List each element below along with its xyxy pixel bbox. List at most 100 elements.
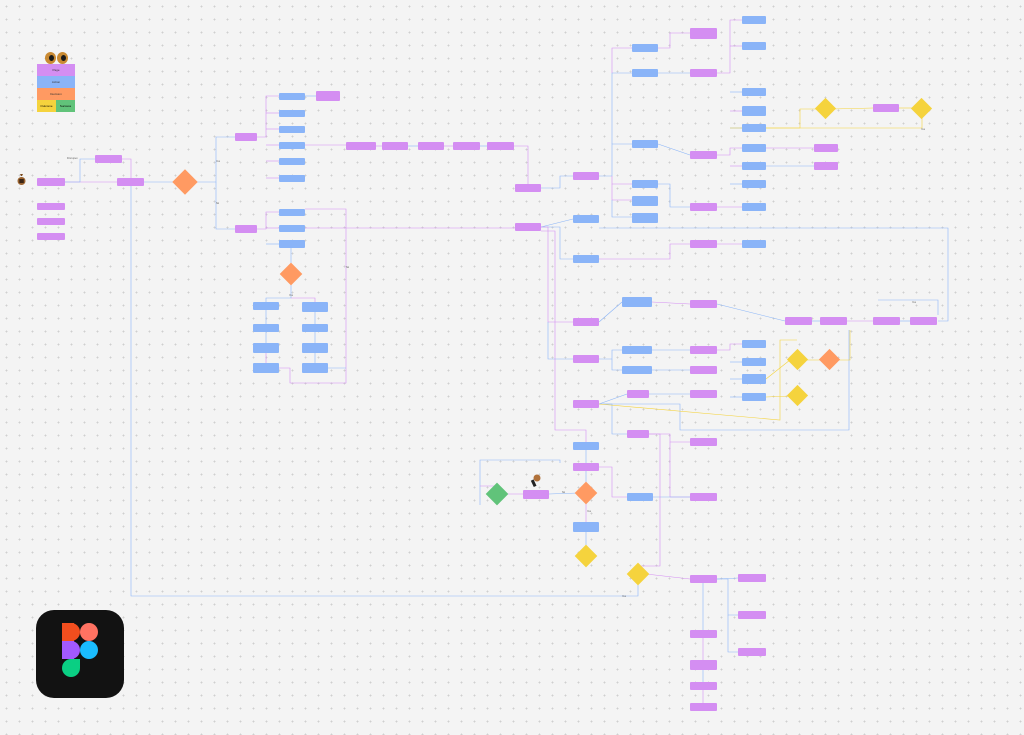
flow-node[interactable] (37, 233, 65, 240)
action-node[interactable] (253, 363, 279, 373)
action-node[interactable] (632, 44, 658, 52)
flow-node[interactable] (382, 142, 408, 150)
flow-node[interactable] (814, 144, 838, 152)
flow-node[interactable] (523, 490, 549, 499)
action-node[interactable] (279, 158, 305, 165)
action-node[interactable] (302, 324, 328, 332)
action-node[interactable] (632, 69, 658, 77)
flow-node[interactable] (738, 611, 766, 619)
action-node[interactable] (302, 363, 328, 373)
flow-node[interactable] (738, 574, 766, 582)
action-node[interactable] (742, 340, 766, 348)
action-node[interactable] (742, 162, 766, 170)
action-node[interactable] (279, 142, 305, 149)
flow-node[interactable] (346, 142, 376, 150)
connector-line (541, 227, 573, 259)
flow-node[interactable] (573, 355, 599, 363)
flow-node[interactable] (627, 390, 649, 398)
action-node[interactable] (279, 240, 305, 248)
flow-node[interactable] (690, 575, 717, 583)
flow-node[interactable] (690, 493, 717, 501)
flow-node[interactable] (573, 463, 599, 471)
flow-node[interactable] (453, 142, 480, 150)
action-node[interactable] (622, 297, 652, 307)
connector-line (599, 144, 632, 176)
flow-node[interactable] (316, 91, 340, 101)
flow-node[interactable] (235, 225, 257, 233)
flow-node[interactable] (910, 317, 937, 325)
flow-node[interactable] (690, 390, 717, 398)
action-node[interactable] (253, 343, 279, 353)
flow-node[interactable] (873, 104, 899, 112)
action-node[interactable] (742, 180, 766, 188)
action-node[interactable] (279, 175, 305, 182)
action-node[interactable] (279, 93, 305, 100)
flow-node[interactable] (690, 366, 717, 374)
action-node[interactable] (742, 124, 766, 132)
connector-line (599, 350, 622, 359)
action-node[interactable] (253, 324, 279, 332)
action-node[interactable] (632, 140, 658, 148)
flow-node[interactable] (37, 203, 65, 210)
flow-node[interactable] (814, 162, 838, 170)
flow-node[interactable] (515, 223, 541, 231)
flow-node[interactable] (37, 218, 65, 225)
flow-node[interactable] (690, 300, 717, 308)
flow-node[interactable] (573, 172, 599, 180)
action-node[interactable] (742, 88, 766, 96)
flow-node[interactable] (690, 660, 717, 670)
action-node[interactable] (253, 302, 279, 310)
action-node[interactable] (573, 215, 599, 223)
action-node[interactable] (302, 343, 328, 353)
flow-node[interactable] (785, 317, 812, 325)
action-node[interactable] (279, 209, 305, 216)
action-node[interactable] (573, 522, 599, 532)
connector-line (599, 394, 627, 404)
action-node[interactable] (279, 110, 305, 117)
flow-node[interactable] (690, 28, 717, 39)
action-node[interactable] (742, 203, 766, 211)
flow-node[interactable] (573, 400, 599, 408)
action-node[interactable] (302, 302, 328, 312)
flow-node[interactable] (738, 648, 766, 656)
flow-node[interactable] (573, 318, 599, 326)
flow-node[interactable] (690, 151, 717, 159)
action-node[interactable] (573, 255, 599, 263)
flow-node[interactable] (690, 682, 717, 690)
action-node[interactable] (622, 366, 652, 374)
flow-node[interactable] (37, 178, 65, 186)
flow-node[interactable] (690, 630, 717, 638)
action-node[interactable] (742, 16, 766, 24)
flow-node[interactable] (515, 184, 541, 192)
flow-node[interactable] (487, 142, 514, 150)
action-node[interactable] (742, 240, 766, 248)
flow-node[interactable] (117, 178, 144, 186)
flow-node[interactable] (690, 240, 717, 248)
flow-node[interactable] (873, 317, 900, 325)
action-node[interactable] (632, 196, 658, 206)
flow-node[interactable] (690, 69, 717, 77)
flow-node[interactable] (627, 430, 649, 438)
action-node[interactable] (279, 225, 305, 232)
flow-node[interactable] (690, 438, 717, 446)
flow-node[interactable] (235, 133, 257, 141)
action-node[interactable] (622, 346, 652, 354)
action-node[interactable] (279, 126, 305, 133)
action-node[interactable] (742, 42, 766, 50)
flow-node[interactable] (690, 703, 717, 711)
action-node[interactable] (742, 144, 766, 152)
action-node[interactable] (573, 442, 599, 450)
action-node[interactable] (742, 393, 766, 401)
flow-node[interactable] (690, 346, 717, 354)
action-node[interactable] (742, 374, 766, 384)
action-node[interactable] (627, 493, 653, 501)
flow-node[interactable] (820, 317, 847, 325)
flow-node[interactable] (690, 203, 717, 211)
action-node[interactable] (742, 358, 766, 366)
action-node[interactable] (742, 106, 766, 116)
flow-node[interactable] (95, 155, 122, 163)
action-node[interactable] (632, 180, 658, 188)
action-node[interactable] (632, 213, 658, 223)
flow-node[interactable] (418, 142, 444, 150)
